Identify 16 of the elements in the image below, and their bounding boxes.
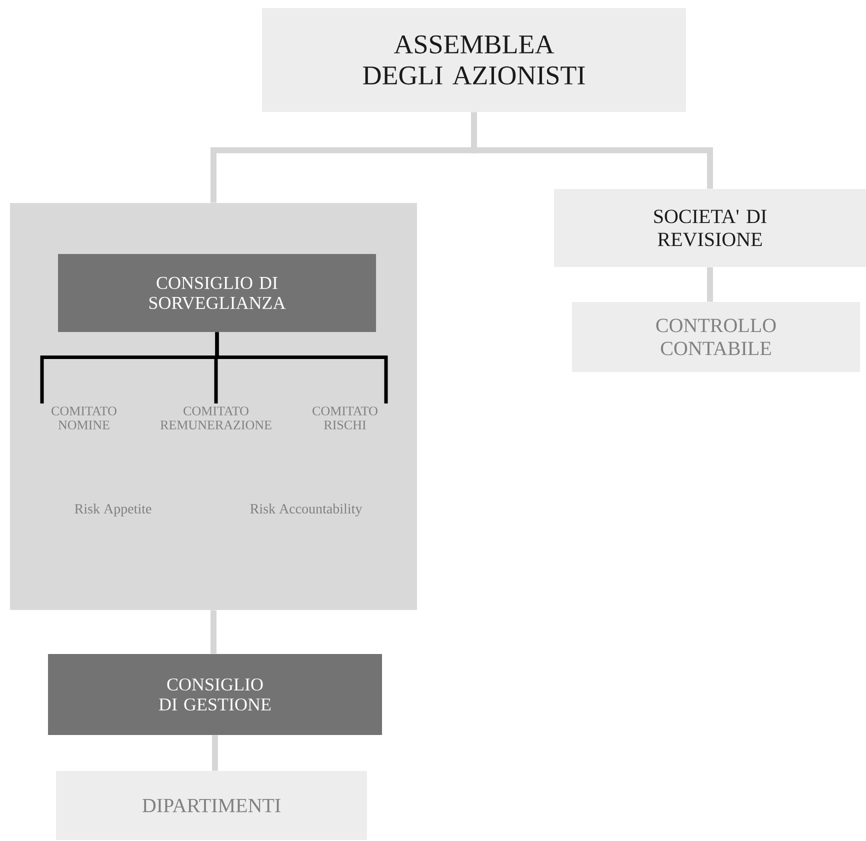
title-box: ASSEMBLEA DEGLI AZIONISTI [262,8,686,112]
connector-line [707,267,713,302]
committee-text: COMITATO NOMINE [52,406,116,430]
process-box: CONTROLLO CONTABILE [572,302,860,372]
connector-line [210,610,216,654]
dark-box: CONSIGLIO DI SORVEGLIANZA [58,254,376,332]
note-text: Risk Appetite [74,504,152,516]
committee-text: COMITATO RISCHI [312,406,378,430]
process-box: SOCIETA' DI REVISIONE [554,189,866,267]
connector-line [215,332,388,404]
note-text: Risk Accountability [250,504,362,516]
dark-box: CONSIGLIO DI GESTIONE [48,654,382,735]
committee-text: COMITATO REMUNERAZIONE [160,406,272,430]
connector-line [212,735,218,771]
connector-line [471,112,713,189]
process-box: DIPARTIMENTI [56,771,367,840]
